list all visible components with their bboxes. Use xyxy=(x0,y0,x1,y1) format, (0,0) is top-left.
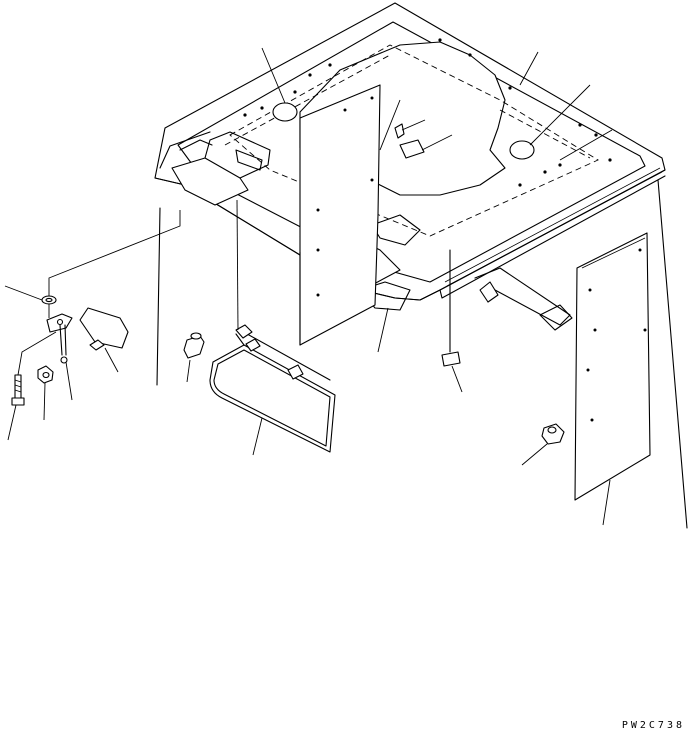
drawing-code: PW2C738 xyxy=(621,720,685,731)
grommet-right xyxy=(541,423,565,445)
roof-dashed-outline xyxy=(224,44,599,237)
cover-plate xyxy=(79,307,129,351)
latch-bracket xyxy=(46,313,73,364)
screw-on-roof xyxy=(394,123,425,159)
front-right-rail xyxy=(474,267,573,331)
part-leaders xyxy=(4,47,613,526)
rear-inner-panel xyxy=(299,84,381,346)
dome-light-right xyxy=(509,140,535,160)
dome-light-left xyxy=(272,102,298,122)
assembly-lines xyxy=(17,210,181,376)
cab-pillars xyxy=(156,179,688,529)
roof-bolt-holes xyxy=(243,38,612,187)
washer xyxy=(41,295,57,305)
hex-nut xyxy=(37,365,54,384)
front-left-bracket xyxy=(171,131,271,206)
seal-clips xyxy=(235,324,304,380)
grommet-left xyxy=(183,332,205,359)
bolt-center xyxy=(441,249,461,367)
window-seal xyxy=(209,329,336,453)
hex-bolt xyxy=(11,374,25,406)
side-trim-panel xyxy=(574,232,651,501)
